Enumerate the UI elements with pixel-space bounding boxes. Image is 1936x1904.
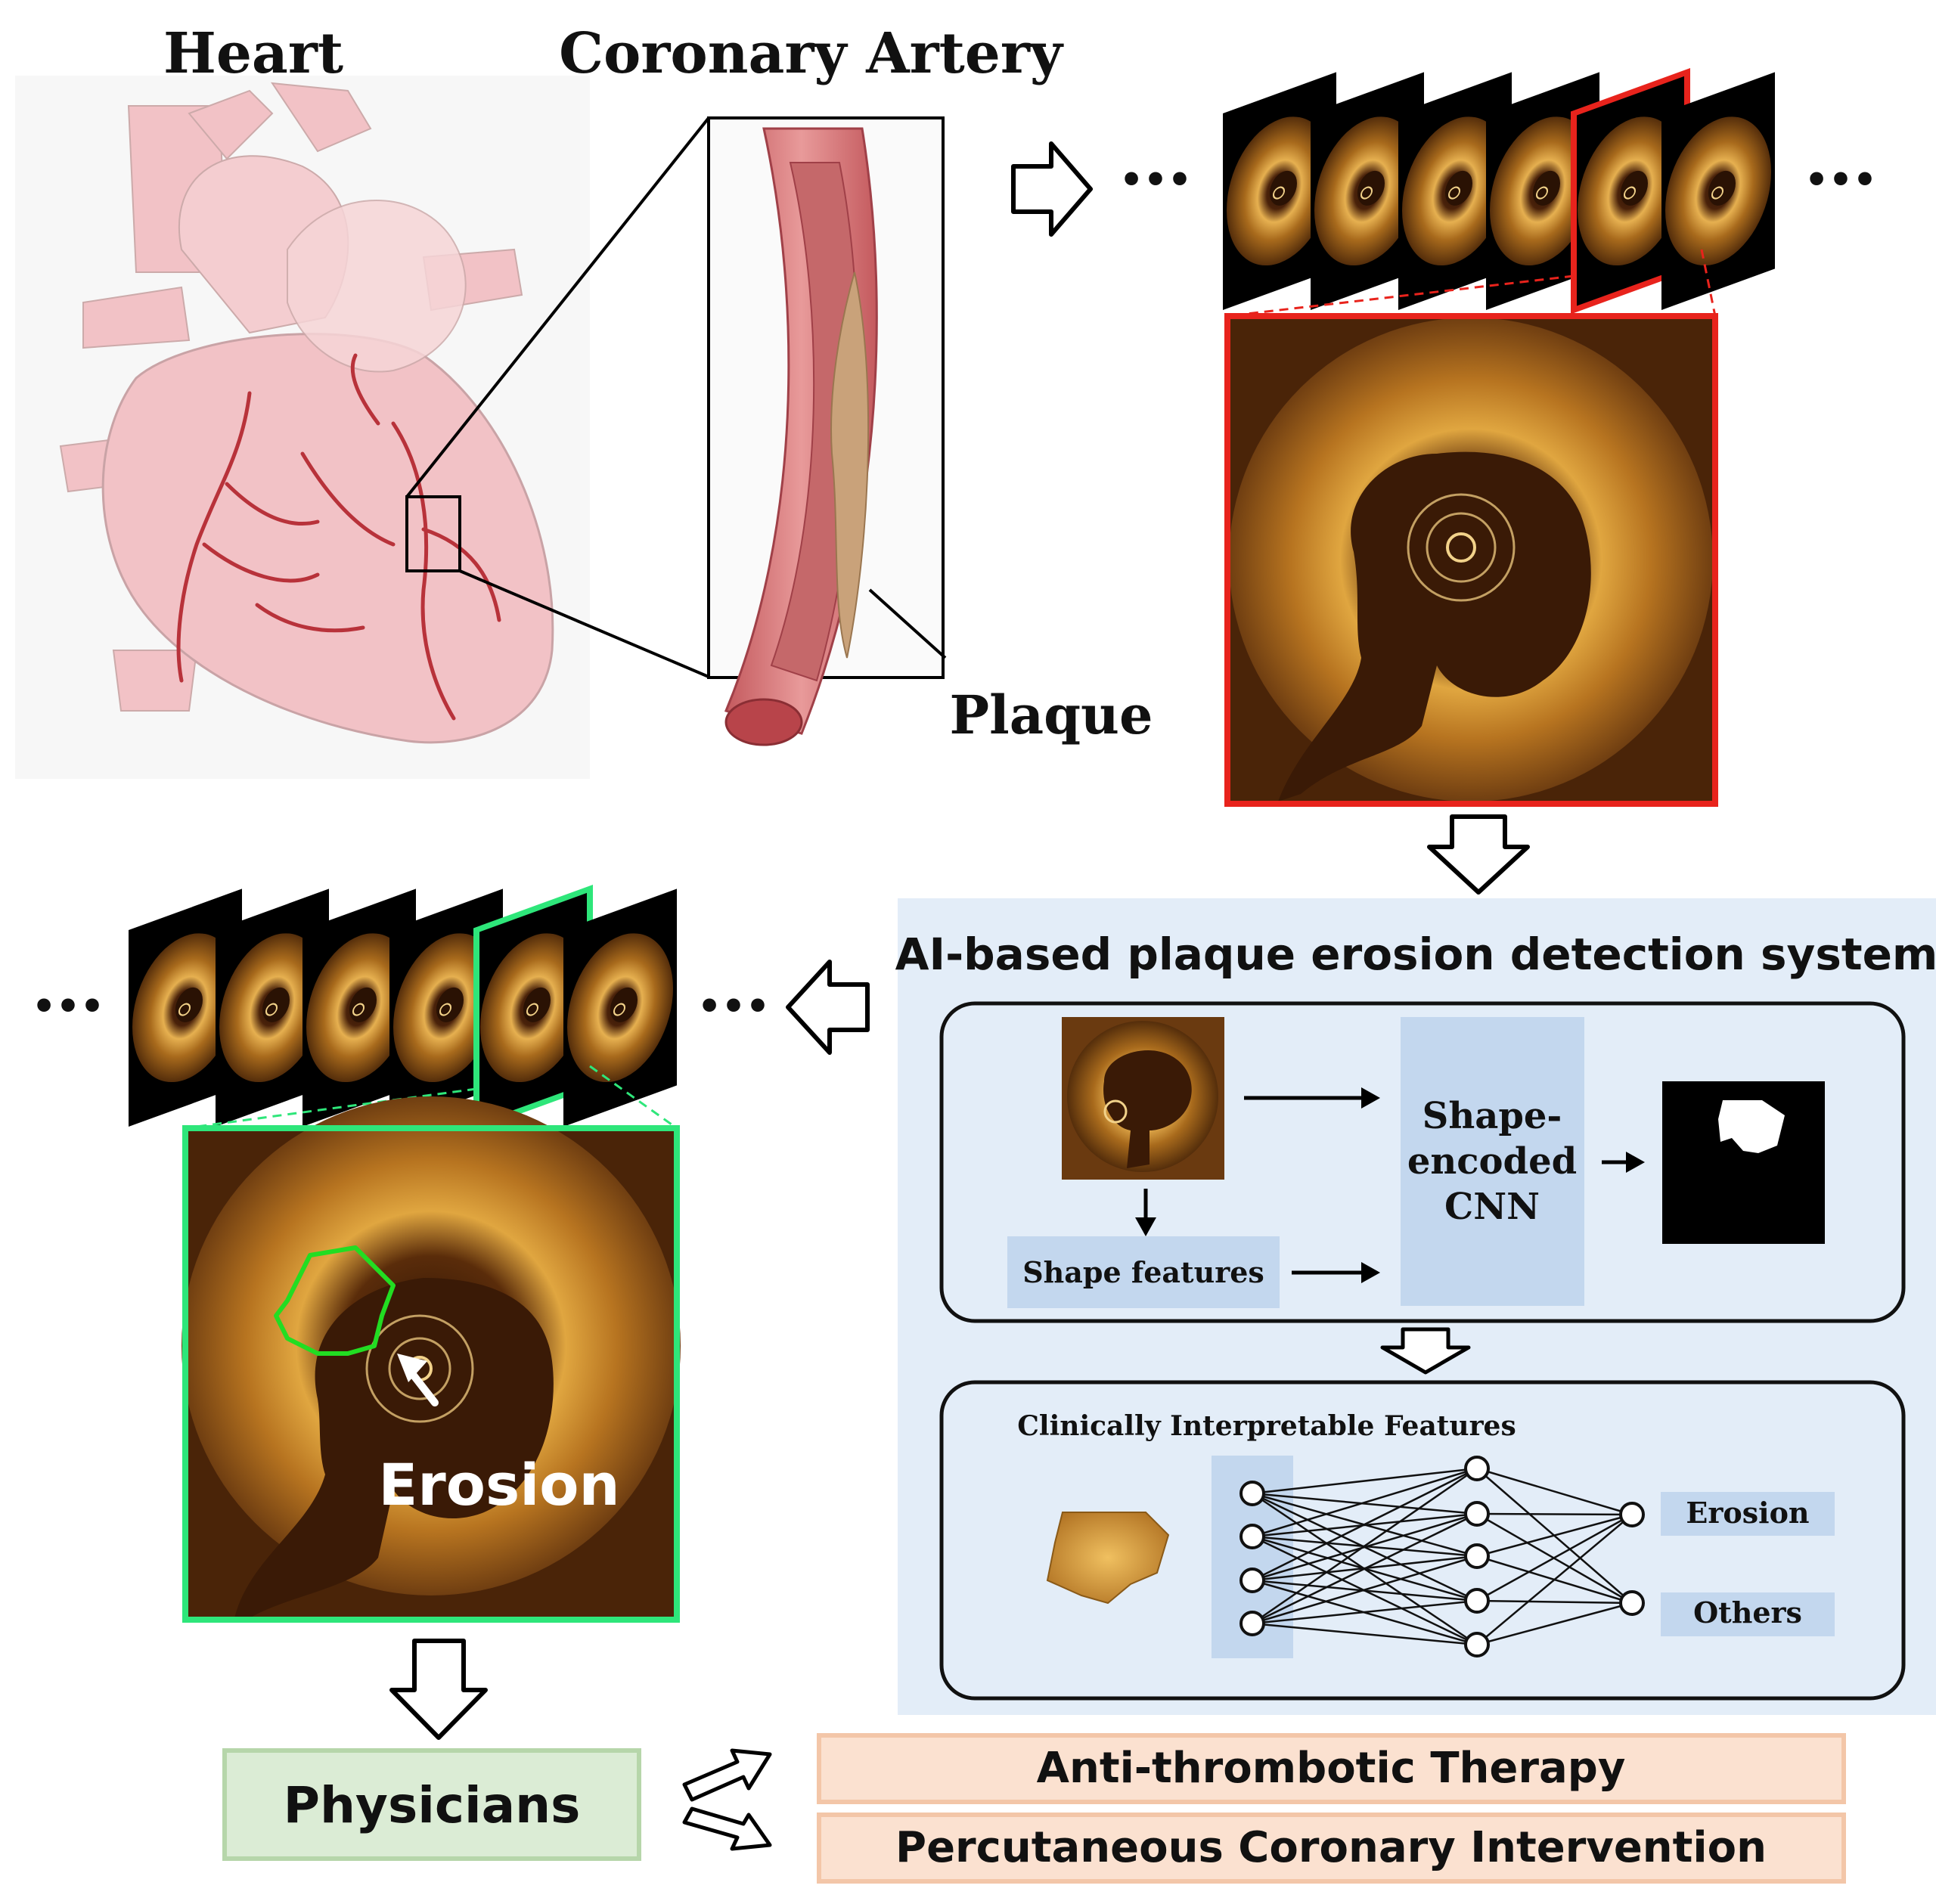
segmentation-box [939, 1001, 1906, 1323]
outline-arrow-right-icon [682, 1748, 772, 1802]
therapy-box-1 [817, 1733, 1846, 1804]
nn-edge [1252, 1622, 1478, 1646]
ellipsis-right-mid: ••• [697, 985, 770, 1028]
physicians-box [222, 1748, 641, 1861]
nn-edge [1252, 1467, 1478, 1495]
nn-node [1619, 1590, 1645, 1616]
therapy-box-2 [817, 1813, 1846, 1884]
oct-frame-icon [1660, 71, 1776, 312]
plaque-label: Plaque [950, 684, 1153, 746]
output-erosion-box [1661, 1492, 1835, 1536]
shape-features-label: Shape features [1022, 1255, 1264, 1289]
cnn-box [1401, 1017, 1584, 1306]
cnn-label-line3: CNN [1444, 1186, 1540, 1228]
nn-edge [1252, 1512, 1478, 1625]
erosion-contour [274, 1245, 396, 1356]
oct-input-thumb [1062, 1017, 1224, 1180]
nn-node [1464, 1632, 1490, 1657]
nn-node [1239, 1568, 1265, 1593]
outline-arrow-right-icon [682, 1806, 772, 1851]
nn-node [1464, 1543, 1490, 1569]
outline-arrow-down-icon [389, 1639, 488, 1740]
nn-edge [1252, 1599, 1478, 1625]
nn-node [1464, 1501, 1490, 1527]
nn-edge [1476, 1514, 1633, 1645]
nn-node [1239, 1524, 1265, 1549]
nn-edge [1476, 1513, 1633, 1602]
nn-edge [1252, 1467, 1478, 1538]
nn-edge [1252, 1467, 1478, 1625]
erosion-overlay-label: Erosion [378, 1451, 619, 1518]
clinical-features-label: Clinically Interpretable Features [1017, 1410, 1516, 1442]
heart-illustration [15, 76, 590, 779]
pointer-arrow-icon [397, 1354, 439, 1406]
therapy-label-2: Percutaneous Coronary Intervention [895, 1823, 1767, 1872]
cnn-label-line2: encoded [1407, 1140, 1577, 1183]
outline-arrow-down-icon [1427, 814, 1530, 895]
oct-stack-green [127, 884, 678, 1131]
therapy-label-1: Anti-thrombotic Therapy [1037, 1744, 1626, 1793]
physicians-label: Physicians [284, 1776, 581, 1834]
outline-arrow-down-icon [1380, 1327, 1471, 1375]
cnn-label-line1: Shape- [1423, 1095, 1562, 1137]
nn-edge [1476, 1602, 1633, 1646]
ellipsis-left-mid: ••• [32, 985, 104, 1028]
oct-frame-icon [562, 888, 678, 1128]
nn-node [1239, 1481, 1265, 1506]
oct-zoom-green: Erosion [182, 1096, 681, 1623]
output-others-label: Others [1693, 1595, 1802, 1630]
nn-edge [1476, 1467, 1633, 1516]
outline-arrow-left-icon [786, 960, 870, 1055]
output-others-box [1661, 1592, 1835, 1636]
nn-edge [1476, 1512, 1633, 1516]
nn-node [1464, 1456, 1490, 1481]
output-erosion-label: Erosion [1686, 1496, 1809, 1530]
nn-edge [1252, 1467, 1478, 1582]
ai-system-title: AI-based plaque erosion detection system [895, 929, 1936, 980]
ellipsis-left-top: ••• [1119, 158, 1192, 202]
oct-zoom-red [1224, 313, 1718, 807]
nn-node [1464, 1588, 1490, 1614]
oct-stack-top [1221, 67, 1776, 315]
nn-node [1619, 1502, 1645, 1527]
mask-icon [1662, 1081, 1825, 1244]
heart-zoom-box [405, 495, 461, 572]
nn-node [1239, 1611, 1265, 1636]
shape-features-box [1007, 1236, 1280, 1308]
artery-illustration [707, 116, 945, 746]
plaque-shape [830, 271, 870, 659]
nn-edge [1252, 1492, 1478, 1515]
nn-edge [1476, 1599, 1633, 1605]
heart-title: Heart [163, 21, 343, 86]
coronary-artery-title: Coronary Artery [559, 21, 1064, 86]
outline-arrow-right-icon [1011, 141, 1093, 237]
nn-edge [1476, 1513, 1633, 1558]
neural-network-icon [1212, 1456, 1645, 1658]
nn-edge [1252, 1555, 1478, 1625]
classification-box [939, 1380, 1906, 1701]
plaque-patch [1046, 1512, 1170, 1605]
ellipsis-right-top: ••• [1804, 158, 1877, 202]
